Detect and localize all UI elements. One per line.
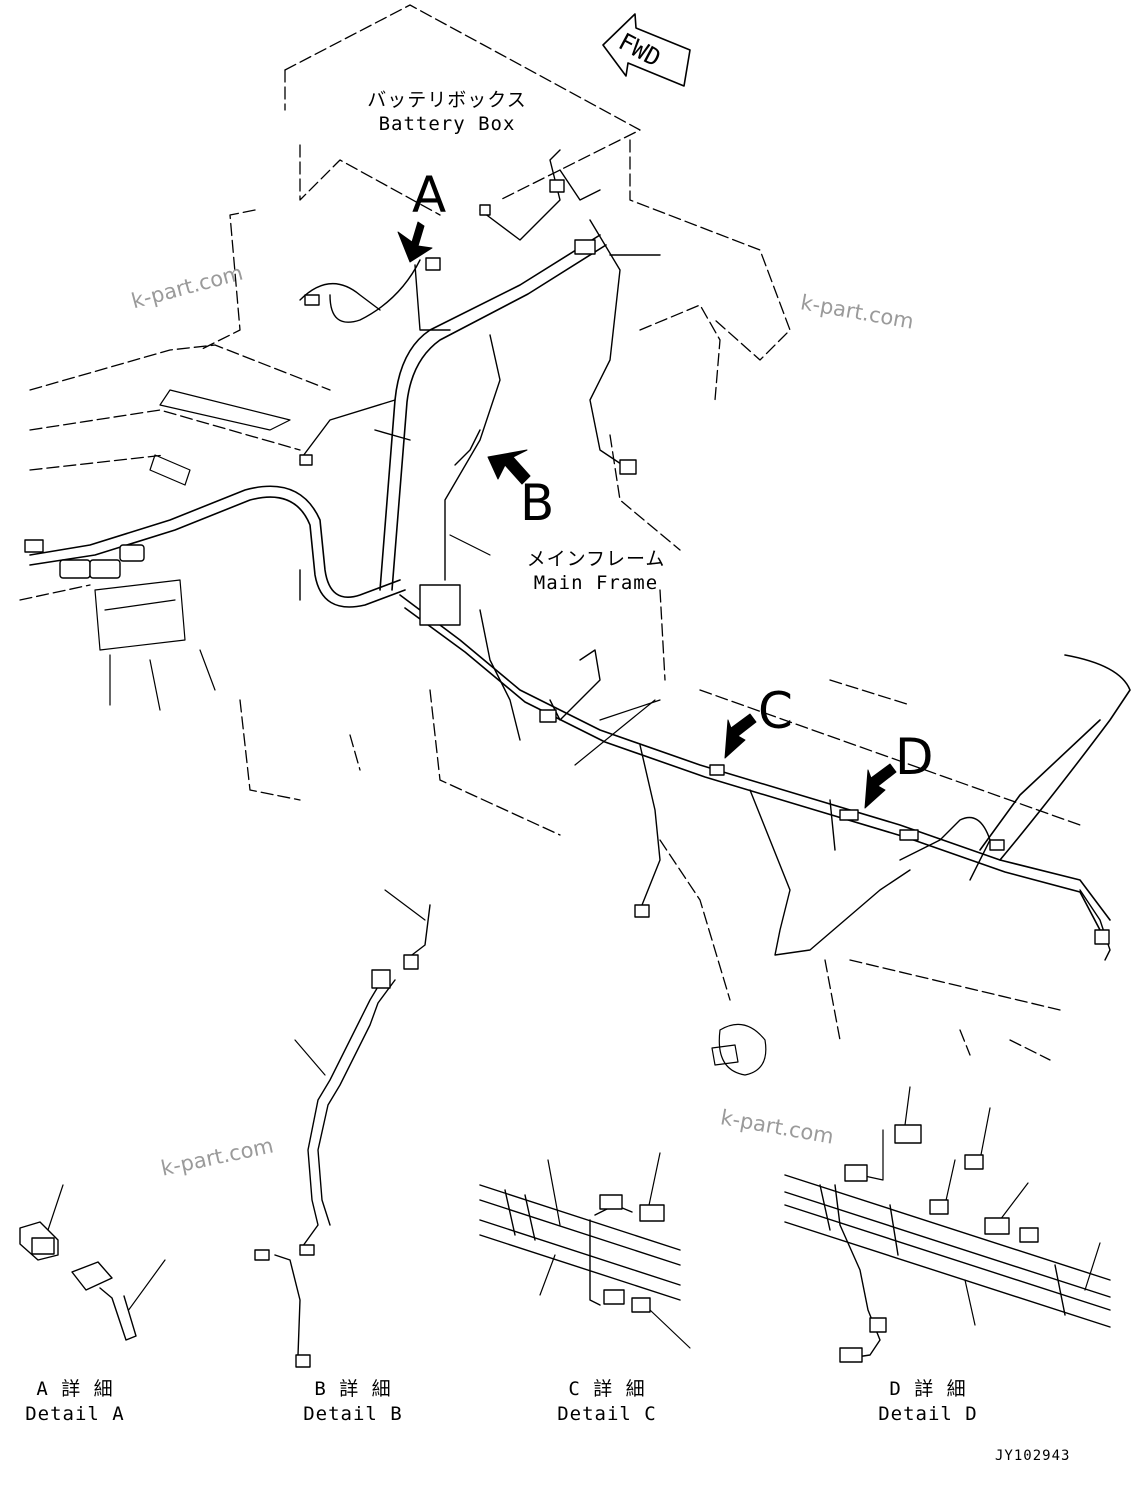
detail-b-label-en: Detail B — [303, 1403, 403, 1425]
connectors — [24, 179, 1110, 945]
drawing-code: JY102943 — [995, 1448, 1071, 1464]
main-harness — [29, 234, 1131, 931]
frame-outline-dashed — [19, 4, 1081, 1061]
detail-c-label-jp: C 詳 細 — [568, 1378, 646, 1400]
frame-outline-solid — [94, 389, 767, 1076]
detail-d-label-jp: D 詳 細 — [889, 1378, 967, 1400]
battery-box-label-jp: バッテリボックス — [367, 89, 527, 111]
detail-d-label-en: Detail D — [878, 1403, 978, 1425]
battery-box-label-en: Battery Box — [378, 113, 516, 135]
marker-d: D — [895, 728, 934, 786]
detail-c-parts — [479, 1184, 681, 1313]
detail-a-label-en: Detail A — [25, 1403, 125, 1425]
pointer-arrow-icon — [397, 221, 897, 809]
main-frame-label-jp: メインフレーム — [526, 548, 666, 570]
detail-b-parts — [254, 904, 431, 1368]
detail-d-parts — [784, 1124, 1111, 1363]
marker-c: C — [758, 682, 793, 740]
marker-b: B — [520, 474, 555, 532]
main-frame-label-en: Main Frame — [533, 572, 659, 594]
detail-a-label-jp: A 詳 細 — [36, 1378, 114, 1400]
detail-b-label-jp: B 詳 細 — [314, 1378, 392, 1400]
marker-a: A — [412, 166, 447, 224]
detail-c-label-en: Detail C — [557, 1403, 657, 1425]
fwd-arrow-icon — [602, 13, 691, 87]
detail-a-parts — [19, 1221, 137, 1341]
